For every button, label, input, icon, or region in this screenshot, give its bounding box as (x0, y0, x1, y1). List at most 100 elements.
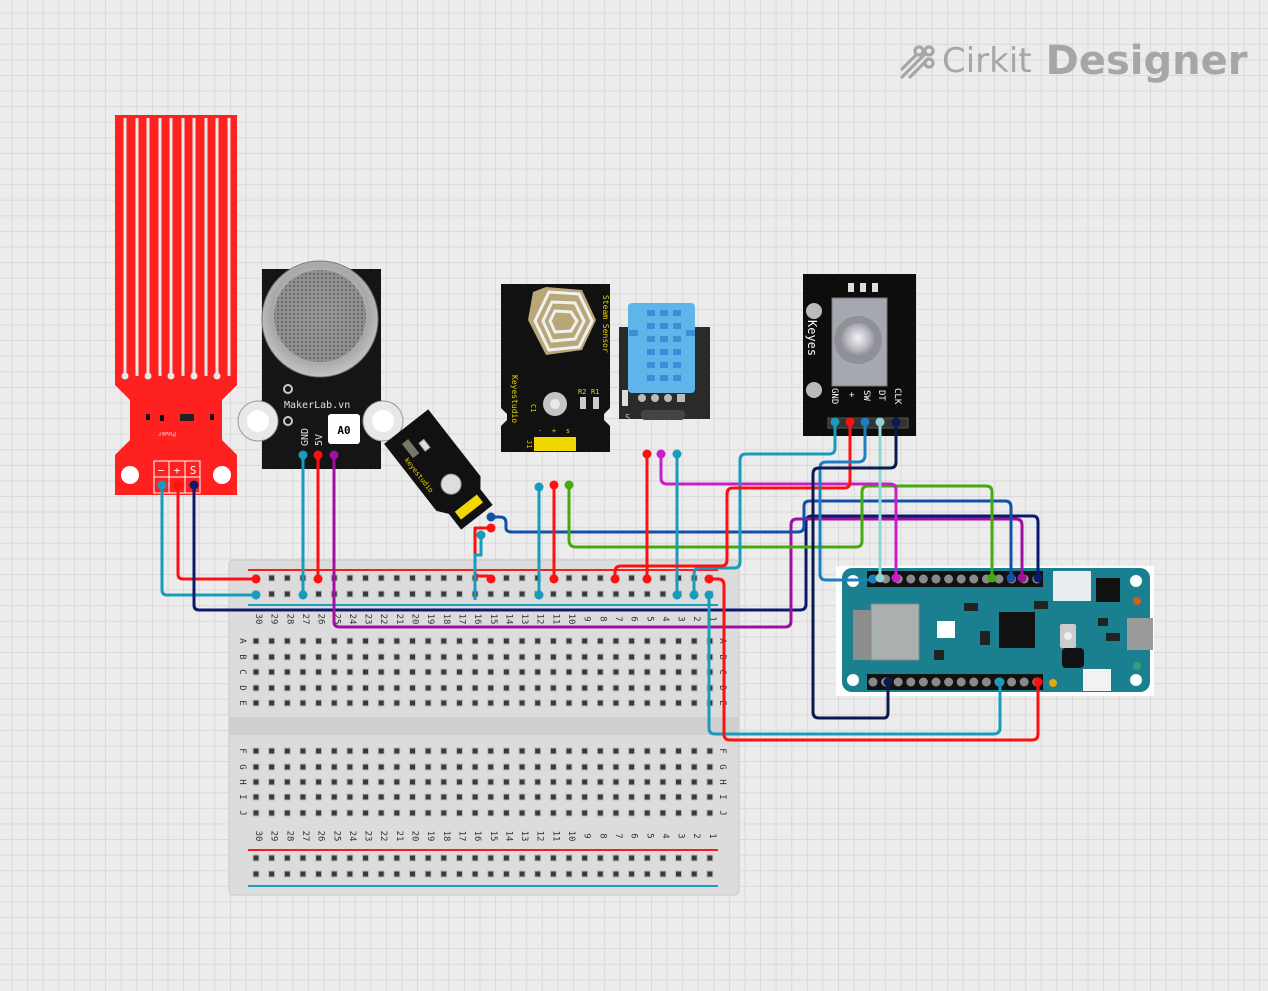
wire-encoder-clk[interactable] (811, 422, 898, 720)
breadboard-hole[interactable] (268, 793, 276, 801)
breadboard-hole[interactable] (628, 793, 636, 801)
wire-endpoint[interactable] (564, 480, 574, 490)
breadboard-hole[interactable] (440, 653, 448, 661)
breadboard-hole[interactable] (502, 668, 510, 676)
breadboard-hole[interactable] (471, 793, 479, 801)
breadboard-hole[interactable] (315, 590, 323, 598)
breadboard-hole[interactable] (346, 870, 354, 878)
breadboard-hole[interactable] (565, 854, 573, 862)
breadboard-hole[interactable] (596, 763, 604, 771)
breadboard-hole[interactable] (565, 747, 573, 755)
wire-endpoint[interactable] (251, 590, 261, 600)
breadboard-hole[interactable] (252, 747, 260, 755)
breadboard-hole[interactable] (315, 763, 323, 771)
breadboard-hole[interactable] (346, 574, 354, 582)
breadboard-hole[interactable] (455, 590, 463, 598)
breadboard-hole[interactable] (315, 854, 323, 862)
mkr-header-pin[interactable] (906, 574, 916, 584)
breadboard-hole[interactable] (268, 653, 276, 661)
breadboard-hole[interactable] (440, 590, 448, 598)
breadboard-hole[interactable] (377, 854, 385, 862)
breadboard-hole[interactable] (675, 793, 683, 801)
breadboard-hole[interactable] (268, 778, 276, 786)
dht11-sensor[interactable]: S (619, 303, 710, 421)
breadboard-hole[interactable] (299, 637, 307, 645)
breadboard-hole[interactable] (252, 668, 260, 676)
breadboard-hole[interactable] (455, 793, 463, 801)
breadboard-hole[interactable] (393, 668, 401, 676)
wire-endpoint[interactable] (1017, 573, 1027, 583)
breadboard-hole[interactable] (502, 637, 510, 645)
breadboard-hole[interactable] (675, 763, 683, 771)
wire-endpoint[interactable] (891, 417, 901, 427)
wire-endpoint[interactable] (298, 590, 308, 600)
wire-endpoint[interactable] (549, 574, 559, 584)
wire-endpoint[interactable] (173, 480, 183, 490)
breadboard-hole[interactable] (268, 699, 276, 707)
wire-endpoint[interactable] (868, 574, 878, 584)
breadboard-hole[interactable] (409, 763, 416, 771)
breadboard-hole[interactable] (659, 809, 667, 817)
breadboard-hole[interactable] (283, 574, 291, 582)
breadboard-hole[interactable] (502, 870, 510, 878)
breadboard-hole[interactable] (706, 854, 714, 862)
breadboard-hole[interactable] (487, 684, 495, 692)
breadboard-hole[interactable] (299, 699, 307, 707)
breadboard-hole[interactable] (549, 854, 557, 862)
breadboard-hole[interactable] (362, 778, 370, 786)
breadboard-hole[interactable] (440, 763, 448, 771)
breadboard-hole[interactable] (502, 653, 510, 661)
breadboard-hole[interactable] (283, 590, 291, 598)
breadboard-hole[interactable] (455, 699, 463, 707)
breadboard-hole[interactable] (440, 778, 448, 786)
breadboard-hole[interactable] (471, 699, 479, 707)
breadboard-hole[interactable] (534, 870, 542, 878)
breadboard-hole[interactable] (268, 870, 276, 878)
mkr-header-pin[interactable] (969, 574, 979, 584)
breadboard-hole[interactable] (502, 763, 510, 771)
breadboard-hole[interactable] (315, 699, 323, 707)
breadboard-hole[interactable] (315, 870, 323, 878)
wire-gas-a0[interactable] (332, 455, 1024, 629)
breadboard-hole[interactable] (393, 699, 401, 707)
breadboard-hole[interactable] (581, 793, 589, 801)
breadboard-hole[interactable] (581, 699, 589, 707)
breadboard-hole[interactable] (518, 793, 526, 801)
breadboard-hole[interactable] (659, 854, 667, 862)
breadboard-hole[interactable] (377, 870, 385, 878)
breadboard-hole[interactable] (252, 778, 260, 786)
breadboard-hole[interactable] (346, 854, 354, 862)
breadboard-hole[interactable] (409, 590, 416, 598)
breadboard-hole[interactable] (628, 574, 636, 582)
wire-endpoint[interactable] (534, 482, 544, 492)
breadboard-hole[interactable] (581, 684, 589, 692)
breadboard-hole[interactable] (628, 637, 636, 645)
breadboard-hole[interactable] (409, 574, 416, 582)
breadboard-hole[interactable] (596, 637, 604, 645)
breadboard-hole[interactable] (596, 574, 604, 582)
wire-endpoint[interactable] (656, 449, 666, 459)
wire-endpoint[interactable] (830, 417, 840, 427)
breadboard-hole[interactable] (581, 747, 589, 755)
breadboard-hole[interactable] (315, 809, 323, 817)
breadboard-hole[interactable] (690, 684, 698, 692)
wire-gnd-to-mkr[interactable] (707, 595, 1002, 736)
breadboard-hole[interactable] (581, 590, 589, 598)
breadboard-hole[interactable] (549, 778, 557, 786)
breadboard-hole[interactable] (690, 793, 698, 801)
breadboard-hole[interactable] (330, 668, 338, 676)
breadboard-hole[interactable] (299, 809, 307, 817)
breadboard-hole[interactable] (409, 684, 416, 692)
breadboard-hole[interactable] (659, 778, 667, 786)
breadboard-hole[interactable] (268, 763, 276, 771)
breadboard-hole[interactable] (581, 637, 589, 645)
breadboard-hole[interactable] (565, 699, 573, 707)
breadboard-hole[interactable] (440, 574, 448, 582)
breadboard-hole[interactable] (440, 747, 448, 755)
breadboard-hole[interactable] (424, 870, 432, 878)
breadboard-hole[interactable] (659, 793, 667, 801)
breadboard-hole[interactable] (346, 637, 354, 645)
breadboard-hole[interactable] (299, 668, 307, 676)
breadboard-hole[interactable] (659, 763, 667, 771)
breadboard-hole[interactable] (502, 854, 510, 862)
